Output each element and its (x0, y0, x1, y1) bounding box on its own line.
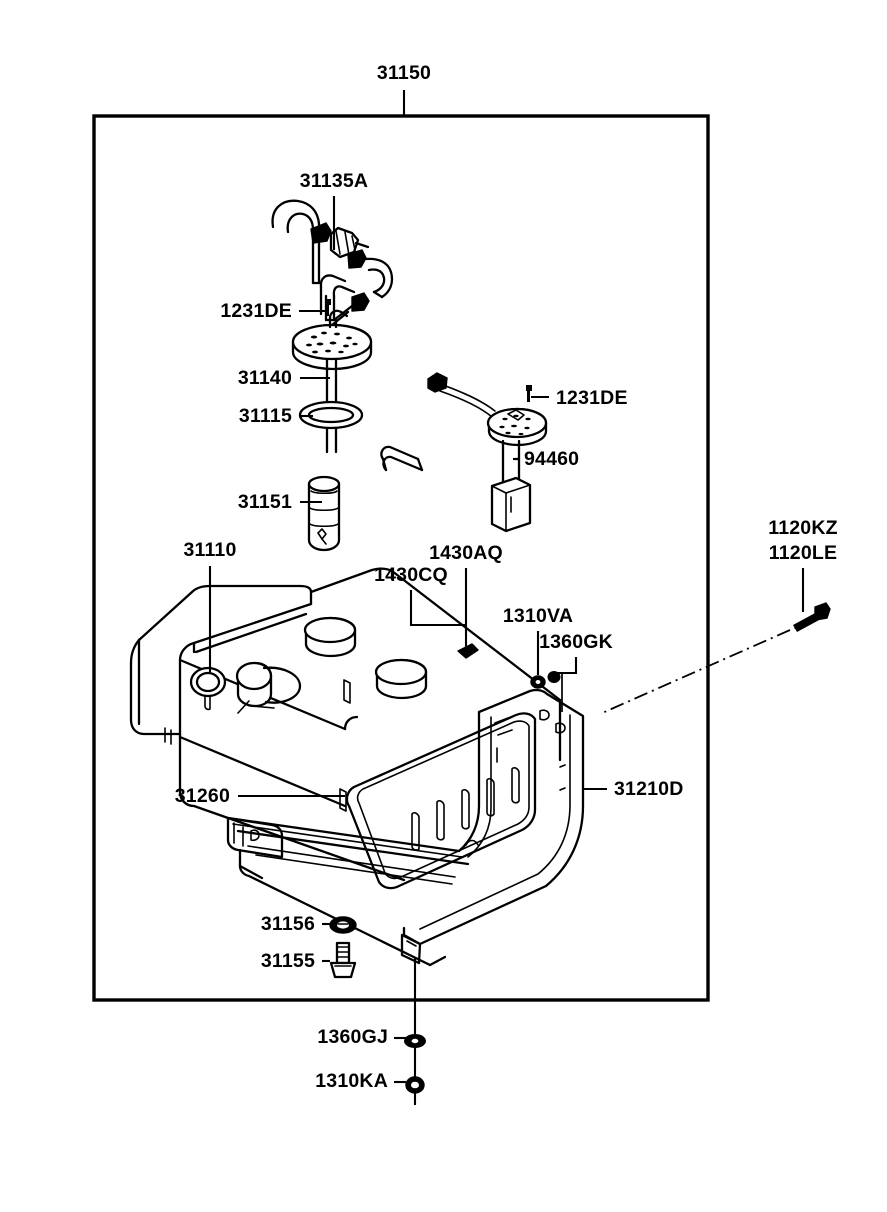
label-1360GJ: 1360GJ (317, 1026, 388, 1048)
icon-bolt-1120 (793, 602, 831, 632)
part-31115-o-ring (298, 400, 364, 430)
label-1430AQ: 1430AQ (429, 542, 503, 564)
part-31140-pump-sender (291, 309, 373, 454)
leader-1430CQ (409, 590, 466, 627)
label-31210D: 31210D (614, 778, 684, 800)
part-31260-heat-shield (339, 679, 537, 890)
icon-nut-1360GK (547, 671, 561, 683)
label-31260: 31260 (175, 785, 230, 807)
part-31155-bolt (329, 941, 357, 979)
label-31140: 31140 (238, 367, 292, 389)
part-1430-hose-fitting (457, 643, 479, 659)
label-31151: 31151 (238, 491, 292, 513)
part-1310KA-nut (405, 1076, 425, 1094)
label-1430CQ: 1430CQ (374, 564, 448, 586)
leader-1360GK (557, 657, 578, 675)
label-1310VA: 1310VA (503, 605, 573, 627)
label-31155: 31155 (261, 950, 315, 972)
label-94460: 94460 (524, 448, 579, 470)
leader-1120-dashdot (599, 629, 791, 715)
part-31110-fuel-tank (129, 567, 562, 882)
part-31156-washer (329, 916, 357, 934)
label-1360GK: 1360GK (539, 631, 613, 653)
label-1120KZ: 1120KZ (768, 517, 838, 539)
label-31110: 31110 (183, 539, 236, 561)
assembly-boundary-box (92, 114, 710, 1002)
icon-clip-1231DE-upper (325, 299, 331, 316)
part-94460-gauge-sender (427, 372, 548, 533)
part-31210D-tank-strap (226, 688, 585, 967)
label-31156: 31156 (261, 913, 315, 935)
label-31115: 31115 (239, 405, 292, 427)
icon-bolt-1310VA (530, 675, 546, 689)
part-31151-fuel-filter (307, 475, 341, 552)
label-1120LE: 1120LE (769, 542, 837, 564)
label-1231DE-upper: 1231DE (220, 300, 292, 322)
label-31150: 31150 (377, 62, 431, 84)
icon-clip-1231DE-right (526, 385, 532, 402)
part-1360GJ-washer (404, 1034, 426, 1048)
label-31135A: 31135A (300, 170, 368, 192)
label-1310KA: 1310KA (315, 1070, 388, 1092)
part-hose-elbow-left (380, 445, 424, 472)
label-1231DE-right: 1231DE (556, 387, 628, 409)
